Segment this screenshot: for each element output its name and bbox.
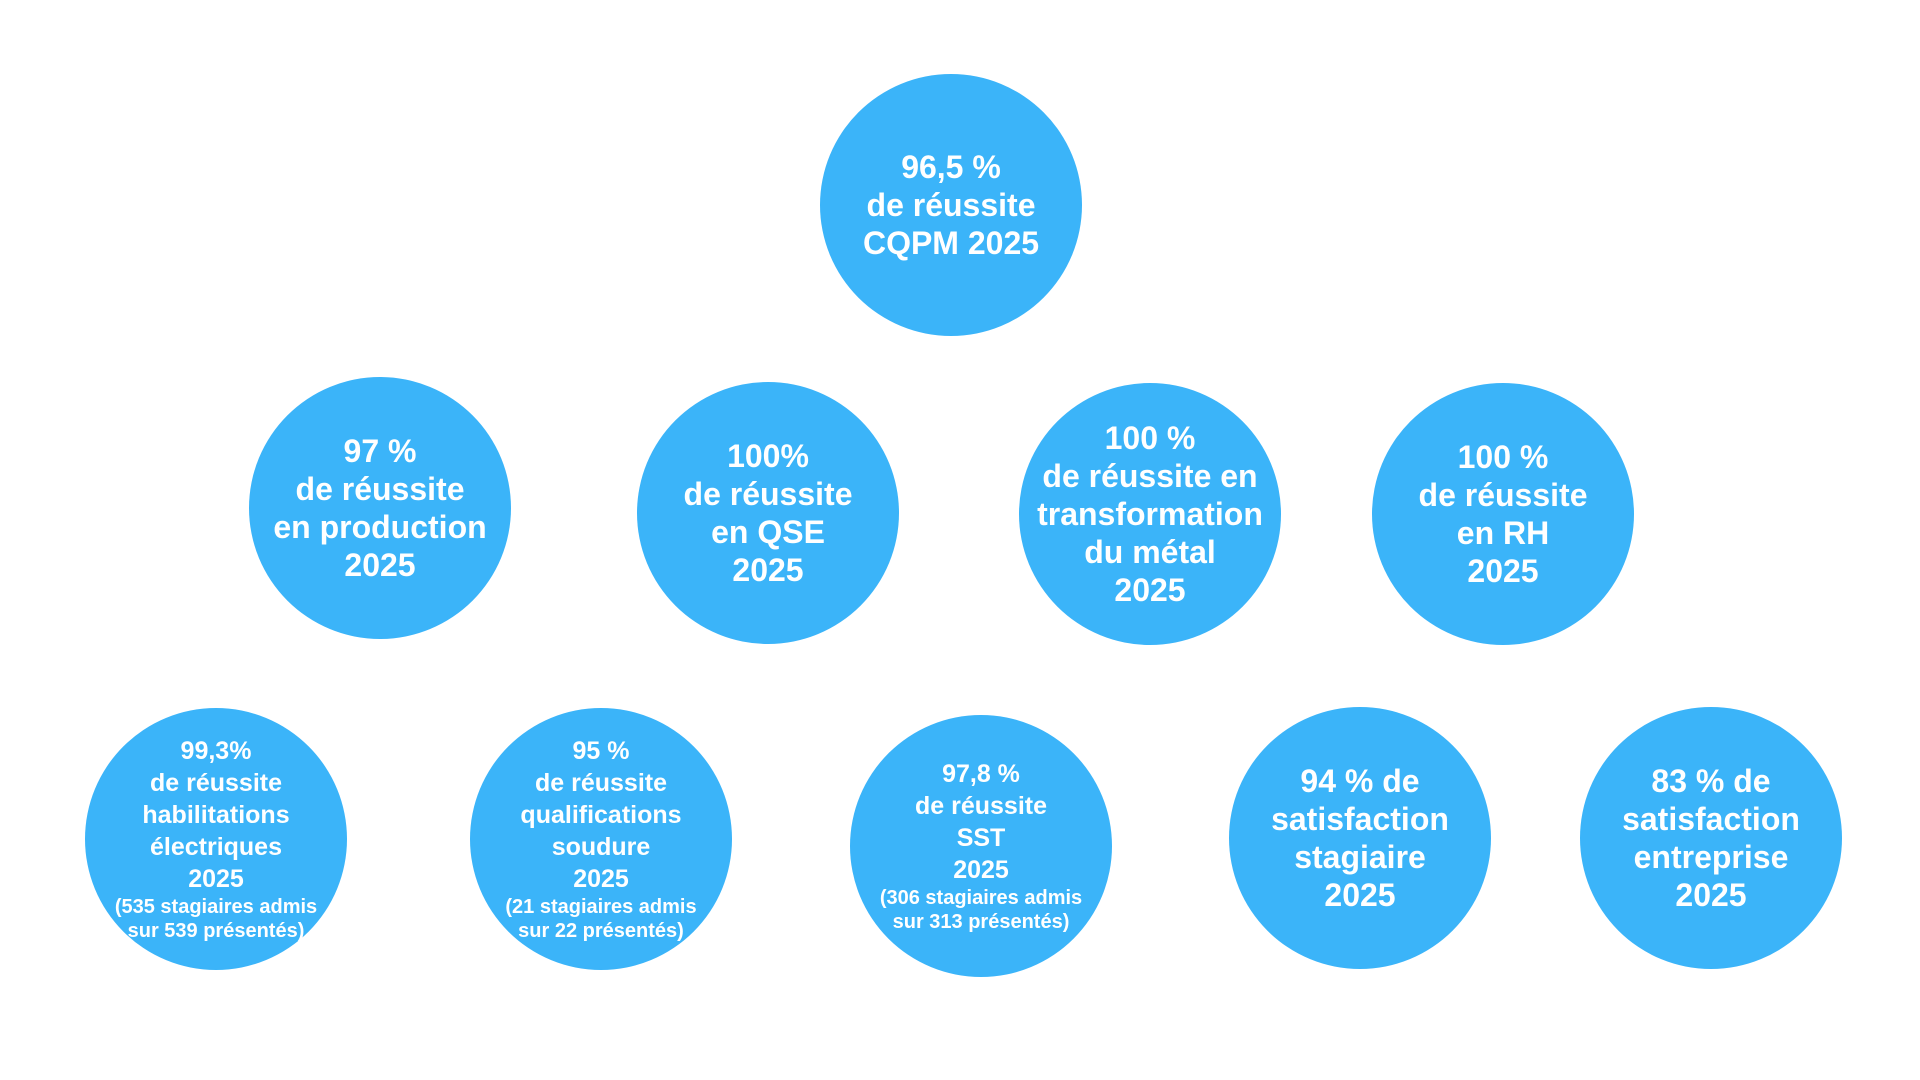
stat-year: 2025 xyxy=(1467,553,1539,589)
stat-circle-satisfaction-entreprise: 83 % de satisfaction entreprise 2025 xyxy=(1580,707,1842,969)
stat-note: (535 stagiaires admis xyxy=(114,896,318,918)
stat-label: soudure xyxy=(551,833,651,861)
stat-circle-sst: 97,8 % de réussite SST 2025 (306 stagiai… xyxy=(850,715,1112,977)
stat-note: (306 stagiaires admis xyxy=(879,887,1083,909)
stat-value: 95 % xyxy=(572,737,630,765)
stat-label: de réussite xyxy=(1418,477,1588,513)
stat-circle-rh: 100 % de réussite en RH 2025 xyxy=(1372,383,1634,645)
stat-circle-cqpm: 96,5 % de réussite CQPM 2025 xyxy=(820,74,1082,336)
stat-value: 99,3% xyxy=(180,737,252,765)
stat-label: de réussite xyxy=(534,769,667,797)
stat-label: en production xyxy=(273,509,487,545)
stat-circle-habilitations-electriques: 99,3% de réussite habilitations électriq… xyxy=(85,708,347,970)
stat-label: de réussite xyxy=(295,471,465,507)
stat-value: 94 % de xyxy=(1300,763,1420,799)
stat-value: 100 % xyxy=(1457,439,1549,475)
stat-year: 2025 xyxy=(573,865,629,893)
stat-label: satisfaction xyxy=(1271,801,1449,837)
stat-year: 2025 xyxy=(1675,877,1747,913)
stat-note: sur 22 présentés) xyxy=(518,920,684,942)
stat-circle-qualifications-soudure: 95 % de réussite qualifications soudure … xyxy=(470,708,732,970)
stat-label: satisfaction xyxy=(1622,801,1800,837)
stat-year: 2025 xyxy=(1114,572,1186,608)
stat-label: entreprise xyxy=(1633,839,1789,875)
stat-label: en RH xyxy=(1456,515,1550,551)
stat-value: 100 % xyxy=(1104,420,1196,456)
stat-note: (21 stagiaires admis xyxy=(505,896,697,918)
stat-label: de réussite xyxy=(149,769,282,797)
stat-year: 2025 xyxy=(953,856,1009,884)
stat-circle-qse: 100% de réussite en QSE 2025 xyxy=(637,382,899,644)
stat-value: 97,8 % xyxy=(942,760,1020,788)
stat-year: 2025 xyxy=(188,865,244,893)
stat-label: de réussite xyxy=(866,187,1036,223)
stat-value: 97 % xyxy=(343,433,417,469)
stat-label: SST xyxy=(956,824,1006,852)
stat-label: de réussite xyxy=(914,792,1047,820)
stat-note: sur 539 présentés) xyxy=(127,920,305,942)
stat-value: 96,5 % xyxy=(901,149,1001,185)
stat-label: en QSE xyxy=(711,514,825,550)
stat-circle-transformation-metal: 100 % de réussite en transformation du m… xyxy=(1019,383,1281,645)
stat-label: transformation xyxy=(1037,496,1263,532)
stat-year: 2025 xyxy=(1324,877,1396,913)
stat-label: électriques xyxy=(149,833,282,861)
stat-circle-production: 97 % de réussite en production 2025 xyxy=(249,377,511,639)
stat-label: de réussite xyxy=(683,476,853,512)
stat-value: 83 % de xyxy=(1651,763,1771,799)
stat-year: 2025 xyxy=(732,552,804,588)
stat-circle-satisfaction-stagiaire: 94 % de satisfaction stagiaire 2025 xyxy=(1229,707,1491,969)
stat-label: de réussite en xyxy=(1042,458,1258,494)
stat-year: 2025 xyxy=(344,547,416,583)
stat-label: stagiaire xyxy=(1294,839,1426,875)
stat-label: qualifications xyxy=(520,801,682,829)
stat-label: habilitations xyxy=(142,801,290,829)
stat-note: sur 313 présentés) xyxy=(892,911,1070,933)
stat-value: 100% xyxy=(727,438,809,474)
stat-label: CQPM 2025 xyxy=(862,225,1040,261)
stat-label: du métal xyxy=(1084,534,1216,570)
